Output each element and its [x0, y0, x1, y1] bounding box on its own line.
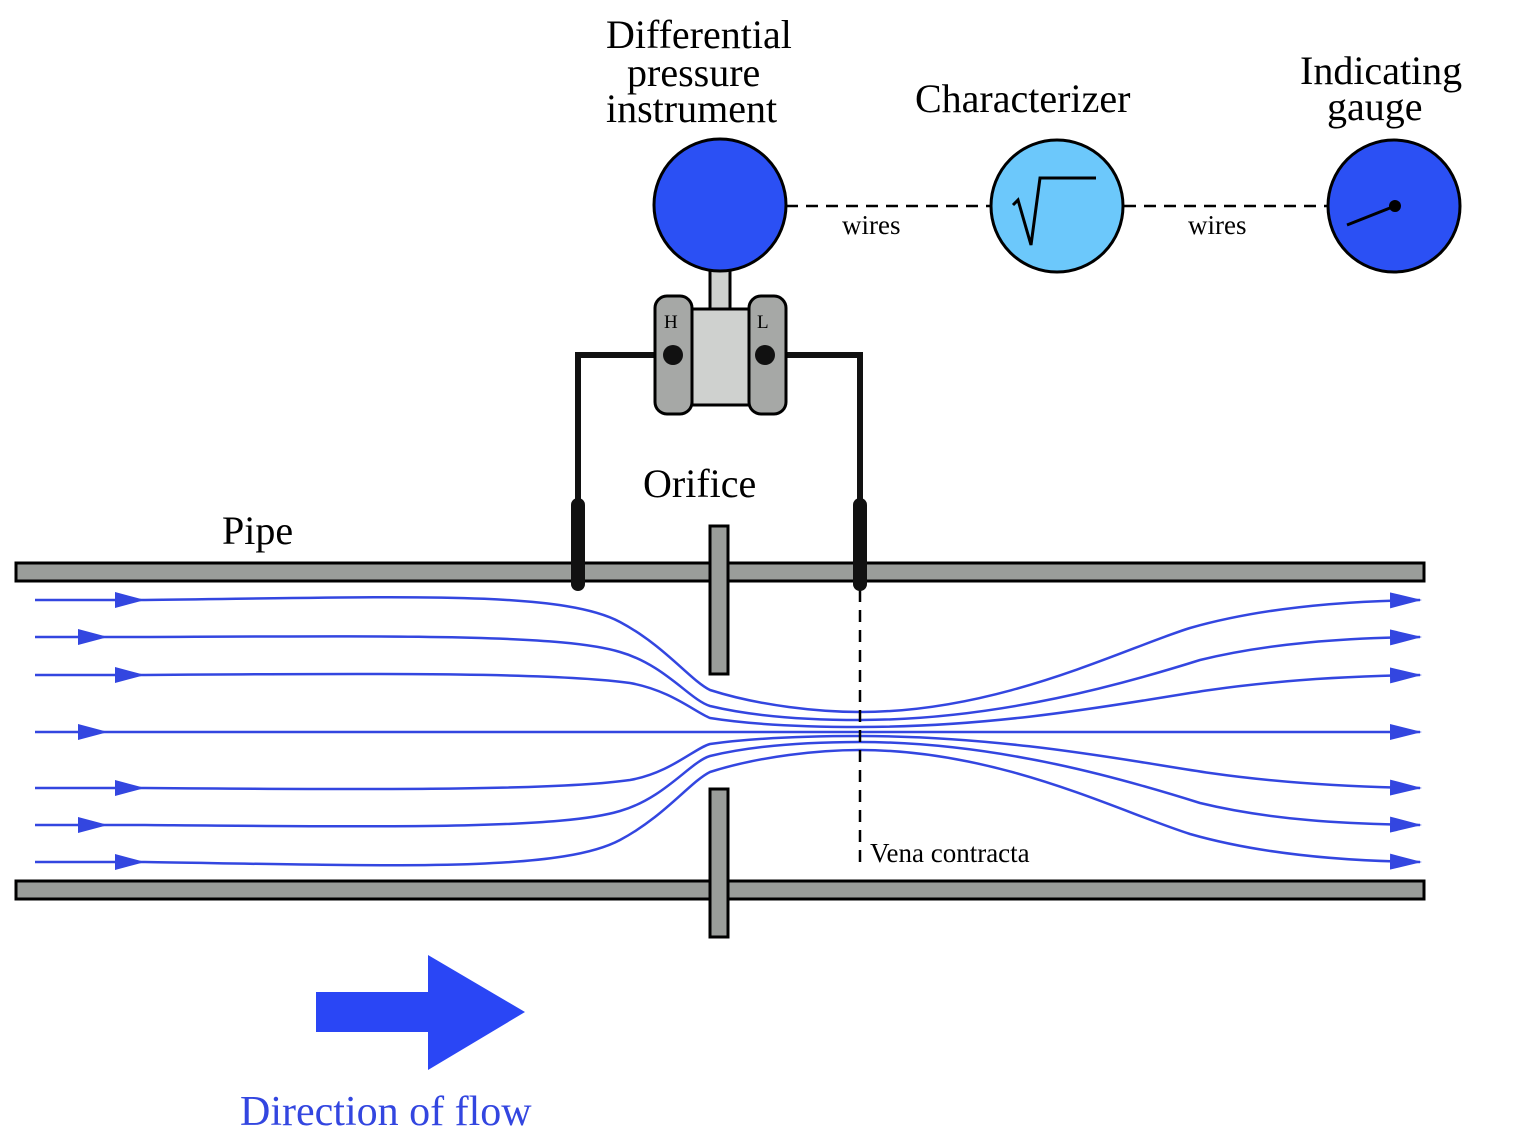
streamline — [35, 734, 1422, 796]
pipe-label: Pipe — [222, 508, 293, 553]
dp-instrument-head — [652, 137, 788, 273]
port-high-label: H — [664, 312, 678, 333]
high-port-connector — [663, 345, 683, 365]
low-port-connector — [755, 345, 775, 365]
dp-instrument-label-2: pressure — [627, 50, 760, 95]
transmitter-manifold — [690, 307, 752, 407]
orifice-label: Orifice — [643, 461, 756, 506]
streamline — [35, 740, 1422, 833]
characterizer-circle — [989, 138, 1125, 274]
streamline — [35, 592, 1422, 714]
inlet-arrowheads — [78, 592, 145, 870]
flow-direction-arrow — [316, 955, 525, 1070]
wires-left-label: wires — [842, 210, 900, 240]
direction-of-flow-label: Direction of flow — [240, 1089, 532, 1135]
needle-icon — [1346, 204, 1396, 227]
transmitter-neck — [708, 266, 732, 315]
gauge-label-2: gauge — [1327, 84, 1423, 129]
dp-instrument-label-1: Differential — [606, 12, 792, 57]
orifice-plate-top — [708, 524, 730, 676]
characterizer-label: Characterizer — [915, 76, 1130, 121]
impulse-tubes — [575, 352, 863, 503]
impulse-tube-high — [575, 352, 672, 503]
dp-instrument-label-3: instrument — [606, 86, 777, 131]
port-low-label: L — [757, 312, 769, 333]
orifice-plate-bottom — [708, 787, 730, 939]
streamlines — [35, 592, 1422, 870]
square-root-icon — [1011, 176, 1096, 246]
wires-right-label: wires — [1188, 210, 1246, 240]
needle-pivot — [1389, 200, 1401, 212]
streamline — [35, 748, 1422, 870]
vena-contracta-label: Vena contracta — [870, 838, 1030, 868]
streamline — [35, 629, 1422, 722]
streamline — [35, 667, 1422, 729]
gauge-label-1: Indicating — [1300, 48, 1462, 93]
impulse-tube-low — [765, 352, 863, 503]
